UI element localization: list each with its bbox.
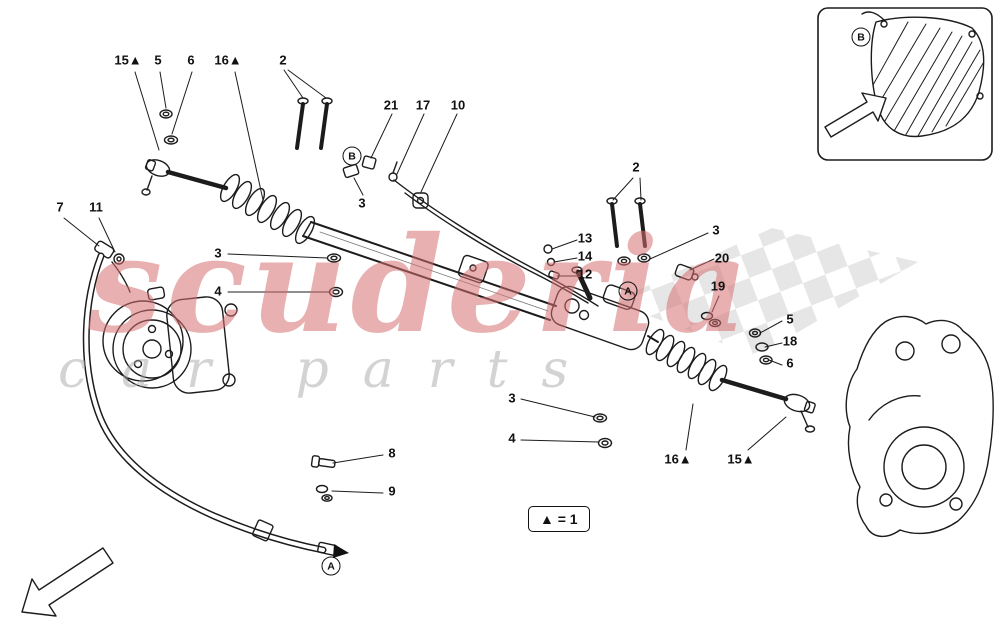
nut-washer-icons-right [748,328,773,365]
steering-rack-housing [550,266,650,351]
legend-text: ▲ = 1 [540,511,578,527]
checkered-flag-watermark [612,228,918,356]
front-direction-arrow [21,547,114,617]
washer-sensor-icons-right [617,253,722,328]
power-steering-pump [102,286,238,394]
bolt-washer-icons-hose [310,455,336,502]
washer-icons-mid-left [326,253,344,298]
inset-direction-arrow [824,92,887,138]
power-steering-hose [82,252,349,558]
hydraulic-pipes [388,161,599,307]
tie-rod-end-left [141,159,229,196]
steering-rack-boot-right [645,328,728,392]
steering-rack-boot-left [219,173,316,245]
bolt-icons-left [295,97,333,150]
washer-icons-bottom [592,413,613,449]
nut-washer-icons-left [159,109,179,145]
screw-icons-center [543,244,560,280]
tie-rod-end-right [719,377,816,433]
steering-rack-tube [302,221,557,321]
flow-direction-arrow [333,544,349,558]
pipe-clip-icon [342,155,429,209]
bolt-icons-right [606,197,647,248]
leader-lines [63,69,787,494]
wheel-knuckle [845,315,994,537]
legend-box: ▲ = 1 [528,506,590,532]
heat-shield-inset [817,7,993,161]
